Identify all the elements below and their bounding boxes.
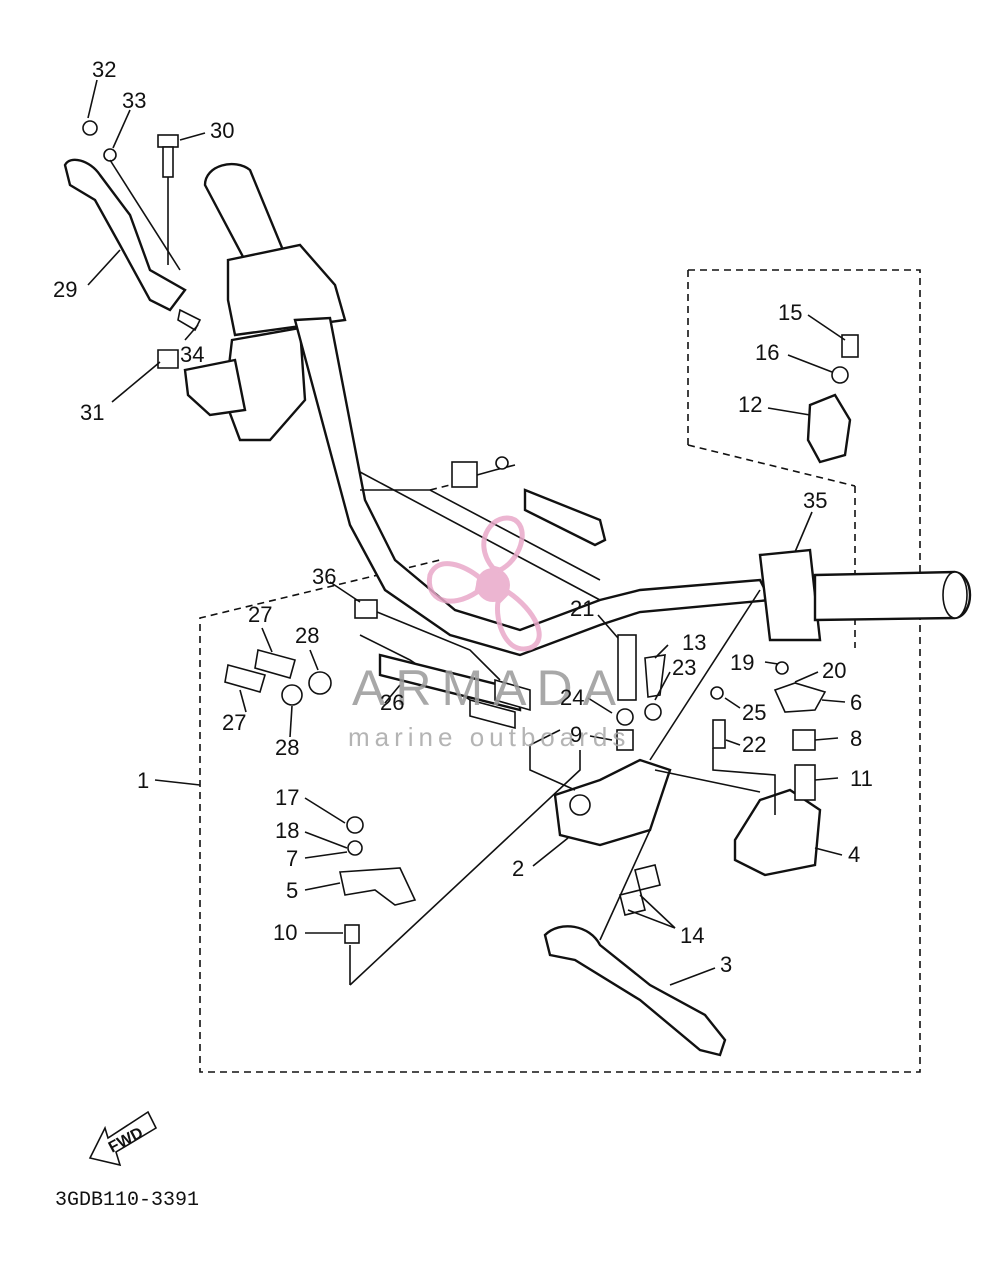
left-lever-drawing: [63, 120, 202, 369]
fwd-arrow-icon: FWD: [88, 1110, 158, 1167]
callout-label: 31: [80, 400, 104, 425]
callout-label: 35: [803, 488, 827, 513]
callout-label: 30: [210, 118, 234, 143]
watermark-brand: ARMADA: [352, 660, 626, 716]
callout-label: 13: [682, 630, 706, 655]
callout-label: 18: [275, 818, 299, 843]
callout-label: 1: [137, 768, 149, 793]
callout-label: 28: [295, 623, 319, 648]
callout-label: 25: [742, 700, 766, 725]
watermark-tagline: marine outboards: [348, 722, 630, 752]
callout-label: 34: [180, 342, 204, 367]
drawing-code: 3GDB110-3391: [55, 1189, 199, 1212]
callout-label: 27: [248, 602, 272, 627]
leader-lines: [87, 79, 846, 986]
callout-label: 4: [848, 842, 860, 867]
armada-logo-icon: [426, 515, 542, 652]
cover-drawing: [806, 334, 859, 464]
callout-label: 21: [570, 596, 594, 621]
lower-left-drawing: [339, 816, 417, 944]
callout-label: 36: [312, 564, 336, 589]
callout-label: 29: [53, 277, 77, 302]
callout-label: 16: [755, 340, 779, 365]
callout-label: 5: [286, 878, 298, 903]
armada-watermark: ARMADA marine outboards: [348, 515, 630, 752]
callout-label: 7: [286, 846, 298, 871]
handlebar-drawing: [183, 162, 972, 657]
callout-label: 17: [275, 785, 299, 810]
callout-label: 3: [720, 952, 732, 977]
callout-label: 11: [850, 766, 873, 791]
center-bracket-drawing: [553, 634, 672, 916]
callout-label: 9: [570, 722, 582, 747]
callout-label: 26: [380, 690, 404, 715]
callout-label: 6: [850, 690, 862, 715]
part-number-labels: 32 33 30 29 34 31 15 16 12 35 36 21 13 2…: [53, 57, 873, 977]
callout-label: 20: [822, 658, 846, 683]
callout-label: 32: [92, 57, 116, 82]
callout-label: 33: [122, 88, 146, 113]
callout-label: 12: [738, 392, 762, 417]
assembly-boxes: [199, 269, 921, 1073]
callout-label: 2: [512, 856, 524, 881]
callout-label: 22: [742, 732, 766, 757]
callout-label: 8: [850, 726, 862, 751]
callout-label: 15: [778, 300, 802, 325]
callout-label: 27: [222, 710, 246, 735]
callout-label: 28: [275, 735, 299, 760]
switch-drawing: [224, 599, 531, 730]
callout-label: 24: [560, 685, 584, 710]
callout-label: 19: [730, 650, 754, 675]
callout-label: 23: [672, 655, 696, 680]
front-lever-drawing: [543, 829, 727, 1057]
callout-label: 10: [273, 920, 297, 945]
right-housing-drawing: [710, 661, 827, 877]
callout-label: 14: [680, 923, 704, 948]
